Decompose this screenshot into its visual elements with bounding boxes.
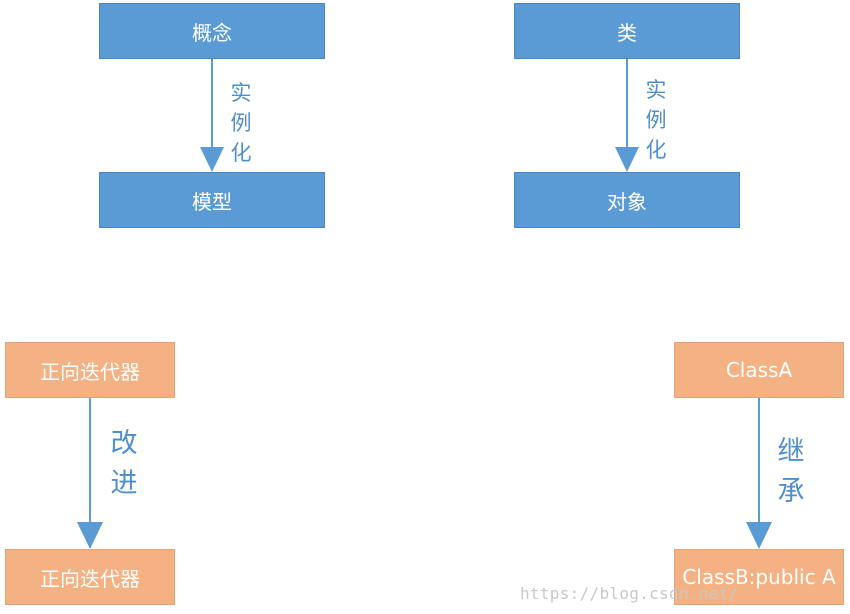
arrow-class-to-object — [615, 59, 639, 172]
box-class: 类 — [514, 3, 740, 59]
box-class-b: ClassB:public A — [674, 549, 844, 605]
label-instantiate-right: 实 例 化 — [645, 78, 667, 162]
box-concept: 概念 — [99, 3, 325, 59]
arrow-iterator-refine — [77, 398, 103, 549]
arrow-concept-to-model — [200, 59, 224, 172]
box-forward-iterator-bottom: 正向迭代器 — [5, 549, 175, 605]
label-instantiate-left: 实 例 化 — [230, 81, 252, 165]
label-refine: 改 进 — [110, 428, 138, 499]
label-inherit: 继 承 — [777, 436, 805, 507]
watermark-url: https://blog.csdn.net/ — [520, 584, 739, 603]
box-object: 对象 — [514, 172, 740, 228]
box-class-a: ClassA — [674, 342, 844, 398]
arrow-inheritance — [746, 398, 772, 549]
box-model: 模型 — [99, 172, 325, 228]
box-forward-iterator-top: 正向迭代器 — [5, 342, 175, 398]
